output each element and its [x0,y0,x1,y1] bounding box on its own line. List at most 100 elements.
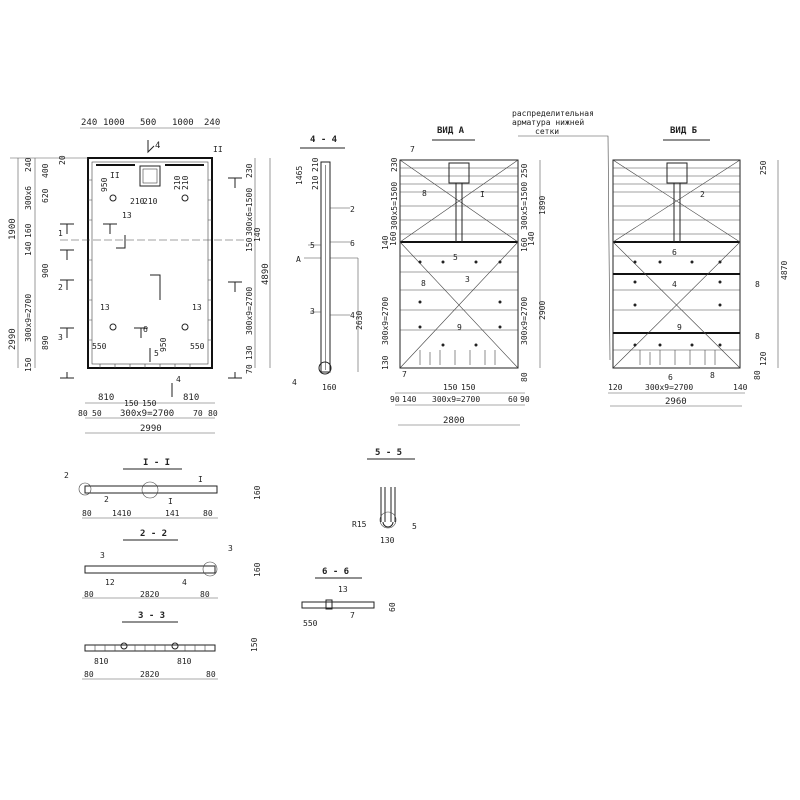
plan-right-dims: 230 300x6=1500 150 140 4890 300x9=2700 1… [245,163,271,374]
dim-text: 900 [41,263,50,278]
section-2-2: 2 - 2 3 12 4 3 80 2820 80 160 [82,529,262,599]
position-mark: 4 [292,378,297,387]
dim-text: 250 [520,163,529,178]
section-title: 2 - 2 [140,529,167,539]
dim-text: 240 [24,157,33,172]
dim-text: 230 [390,157,399,172]
position-mark: 2 [64,471,69,480]
section-mark-label: 3 [58,333,63,342]
dim-text: 120 [608,383,623,392]
dim-text: 80 [200,590,210,599]
position-mark: 3 [310,307,315,316]
dim-text: 150 [250,637,259,652]
dim-text: 150 [124,399,139,408]
dim-text: 300x9=2700 [520,297,529,345]
dim-text: 2630 [355,311,364,330]
dim-text: 810 [94,657,109,666]
dim-text: R15 [352,520,367,529]
dim-text: 80 [84,670,94,679]
dim-text: 210 [181,175,190,190]
dim-text: 950 [100,177,109,192]
position-mark: 7 [410,145,415,154]
dim-text: 80 [203,509,213,518]
dim-text: 300x9=2700 [245,287,254,335]
position-mark: 12 [105,578,115,587]
position-mark: 6 [350,239,355,248]
dim-text: 2900 [538,301,547,320]
dim-text: 2800 [443,416,465,426]
position-mark: 8 [422,189,427,198]
position-mark: 4 [350,311,355,320]
dim-text: 4890 [261,263,271,285]
dim-text: 2820 [140,670,159,679]
dim-text: 120 [759,351,768,366]
dim-text: 140 [733,383,748,392]
note-text: арматура нижней [512,118,584,127]
section-title: 3 - 3 [138,611,165,621]
dim-text: 150 [142,399,157,408]
dim-text: 160 [389,231,398,246]
section-mark-label: 5 [154,349,159,358]
section-title: 5 - 5 [375,448,402,458]
dim-text: 2820 [140,590,159,599]
note-text: распределительная [512,109,594,118]
dim-text: 80 [208,409,218,418]
dim-text: 240 [204,118,220,128]
position-mark: 8 [755,280,760,289]
section-title: 4 - 4 [310,135,338,145]
position-mark: 7 [350,611,355,620]
dim-text: 2990 [8,328,18,350]
section-3-3: 3 - 3 810 810 80 2820 80 150 [82,611,259,680]
position-mark: 13 [100,303,110,312]
dim-text: 160 [322,383,337,392]
dim-text: 60 [388,602,397,612]
dim-text: 4870 [780,261,789,280]
dim-text: 300x9=2700 [120,409,174,419]
dim-text: 890 [41,335,50,350]
section-i-i: I - I 2 2 I I 80 1410 141 80 160 [64,458,262,519]
view-b: ВИД Б 2 6 4 9 8 8 8 6 250 4870 120 80 12… [608,126,789,407]
dim-text: 140 [402,395,417,404]
position-mark: 3 [228,544,233,553]
dim-text: 250 [759,160,768,175]
dim-text: 550 [303,619,318,628]
position-mark: 7 [402,370,407,379]
dim-text: 160 [520,237,529,252]
dim-text: 150 [443,383,458,392]
dim-text: 1000 [172,118,194,128]
dim-text: 20 [58,155,67,165]
dim-text: 300x9=2700 [381,297,390,345]
position-mark: 3 [100,551,105,560]
dim-text: 70 [193,409,203,418]
position-mark: 2 [104,495,109,504]
dim-text: 400 [41,163,50,178]
panel-outline [87,157,213,369]
dim-text: 810 [183,393,199,403]
position-mark: 2 [350,205,355,214]
dim-text: 1890 [538,196,547,215]
dim-text: 90 [390,395,400,404]
dim-text: 150 [24,357,33,372]
section-marks [60,140,242,397]
dim-text: 160 [24,223,33,238]
dim-text: 80 [78,409,88,418]
dim-text: 80 [84,590,94,599]
dim-text: 140 [381,235,390,250]
dim-text: 210 [311,175,320,190]
section-mark-label: 2 [58,283,63,292]
section-6-6: 6 - 6 13 7 550 60 [301,567,397,628]
dim-text: 50 [92,409,102,418]
section-mark-label: 4 [155,141,160,151]
position-mark: 6 [672,248,677,257]
position-mark: 13 [122,211,132,220]
position-mark: 9 [677,323,682,332]
position-mark: 8 [710,371,715,380]
dim-text: 130 [381,355,390,370]
section-mark-label: 4 [176,375,181,384]
plan-inner-labels: 950 210 210 210 210 550 550 950 13 13 13… [58,141,223,384]
dim-text: 70 [245,364,254,374]
view-title: ВИД Б [670,126,698,136]
section-title: 6 - 6 [322,567,349,577]
position-mark: 8 [421,279,426,288]
